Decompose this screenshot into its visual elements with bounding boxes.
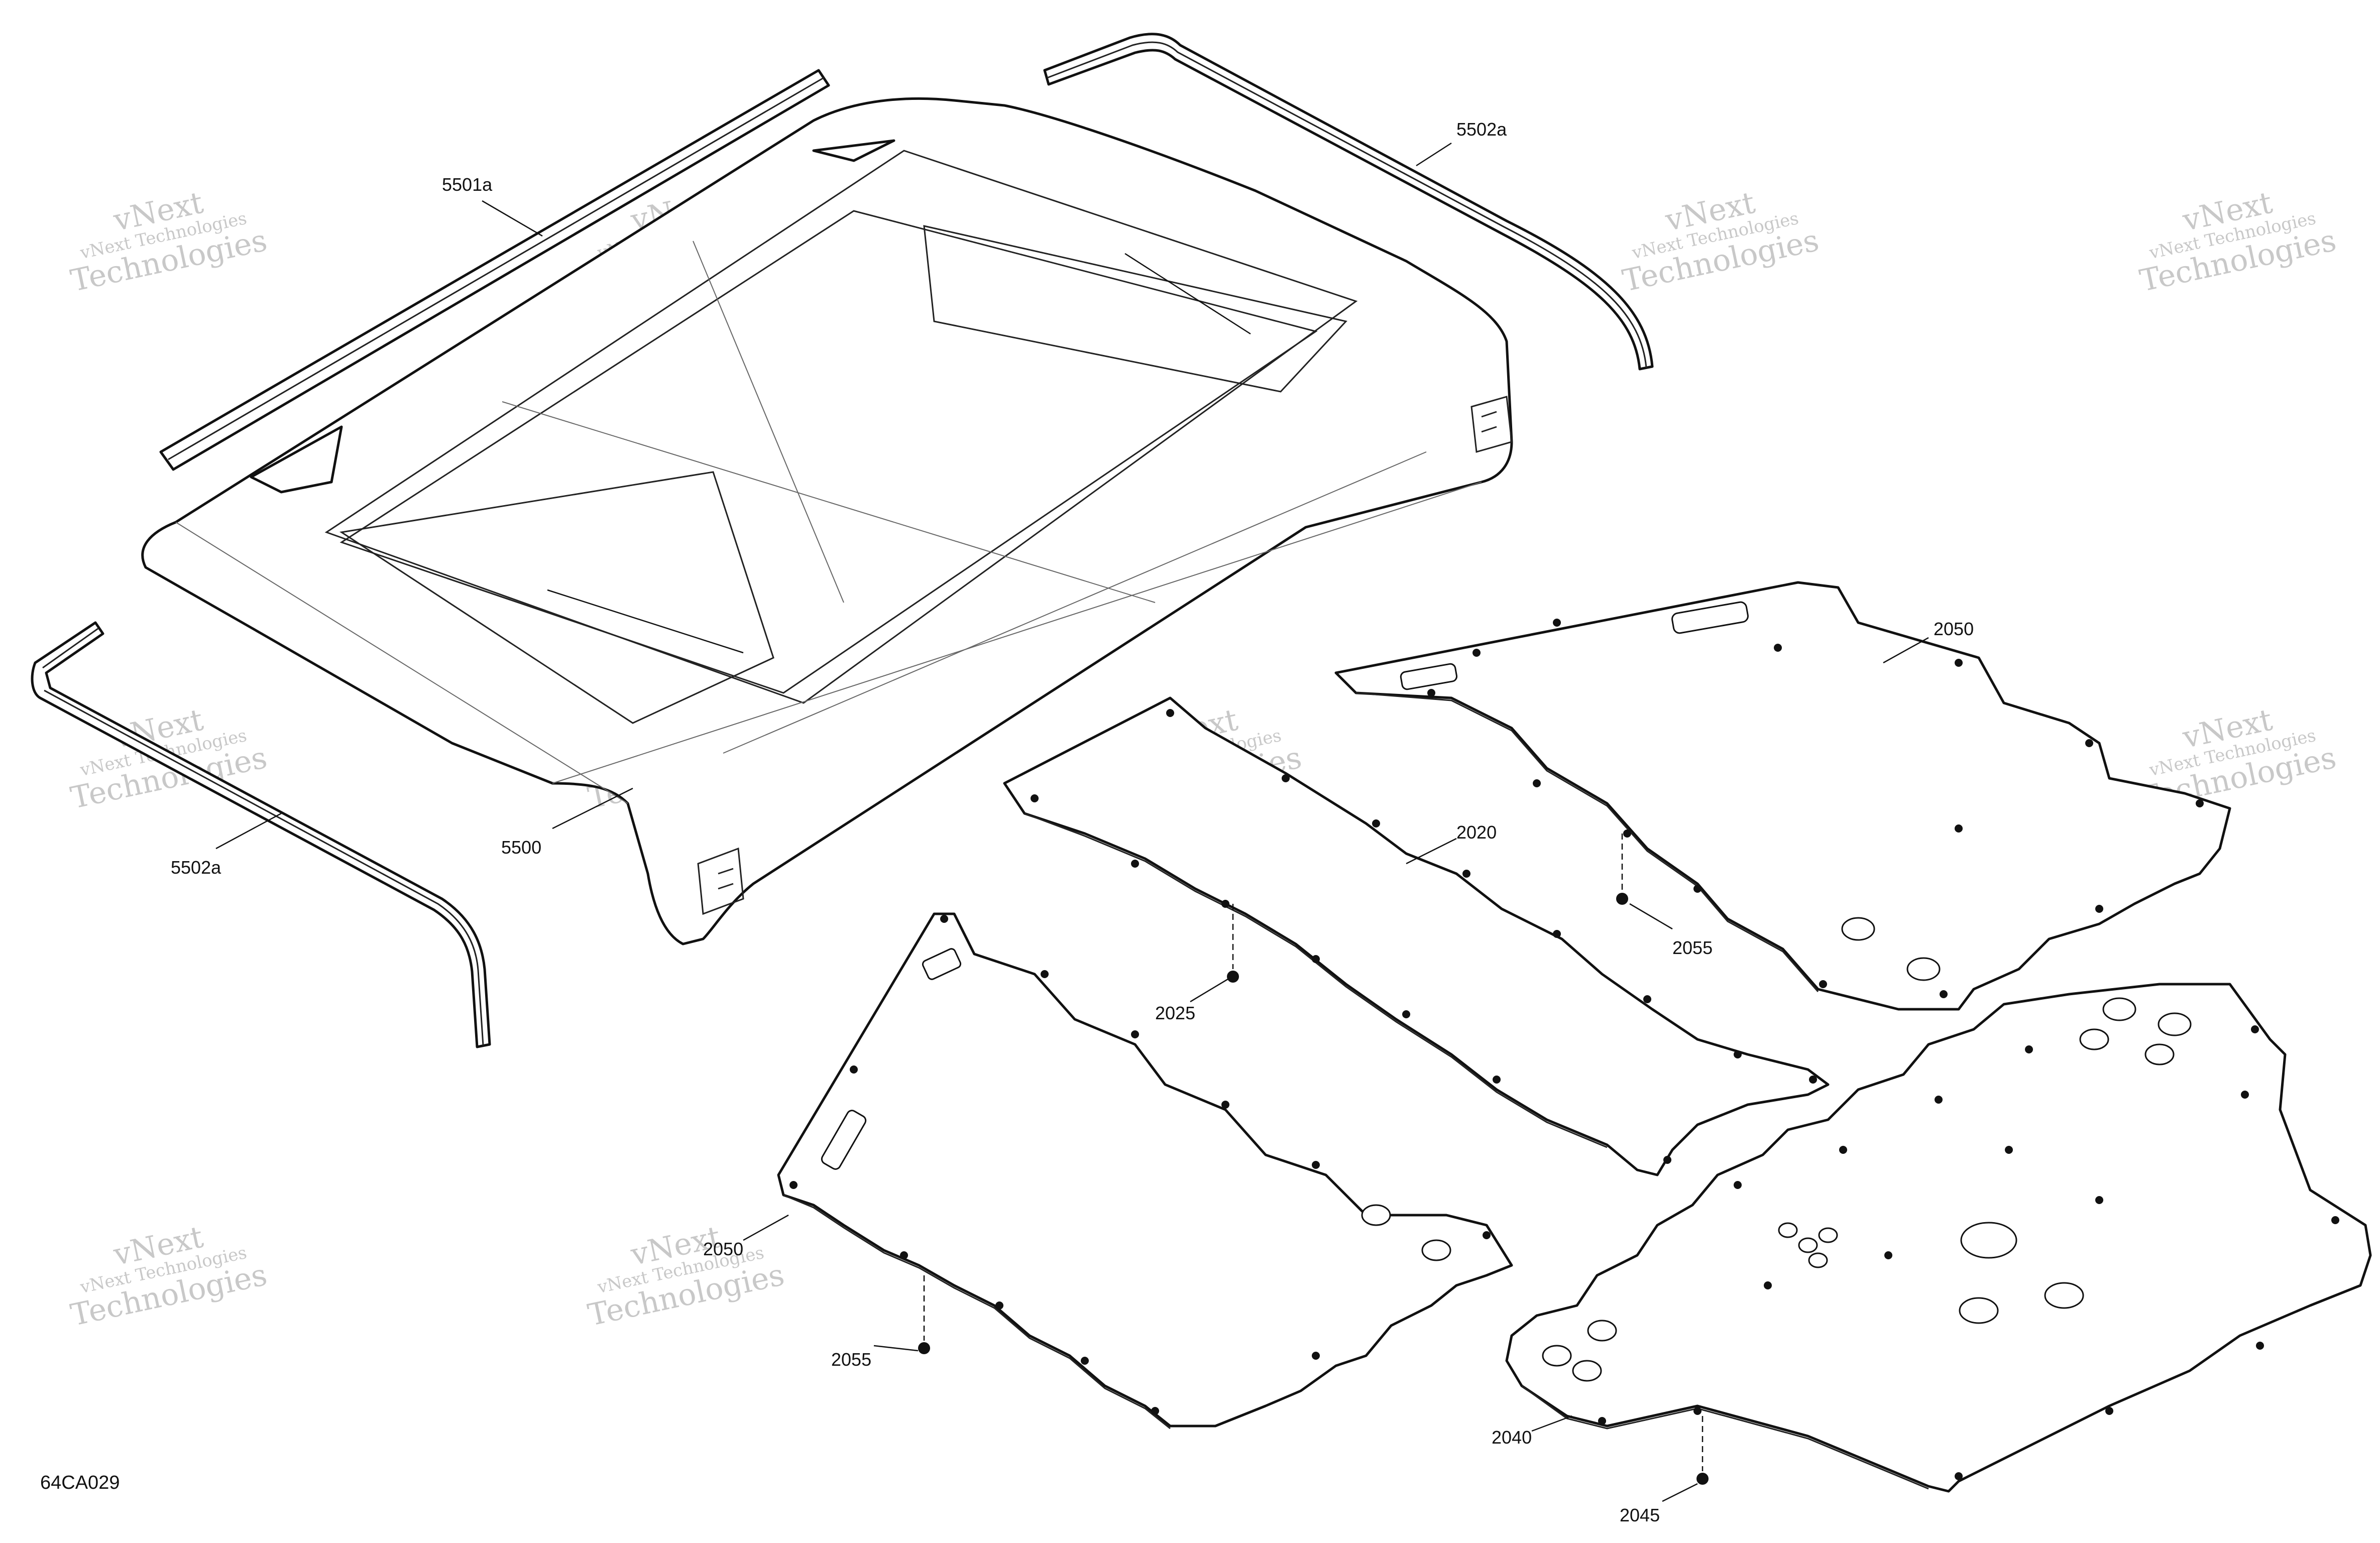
callout-2045: 2045 [1620,1505,1660,1525]
seal-5502a-top [1043,33,1654,371]
roof-panel-5500 [141,97,1513,945]
callout-5501a: 5501a [442,174,493,195]
callout-2050-left: 2050 [703,1239,743,1259]
callout-5500: 5500 [501,837,541,858]
floor-panel-2050-right [1334,581,2231,1011]
callout-2055-left: 2055 [831,1349,871,1370]
callout-2050-right: 2050 [1934,619,1974,639]
floor-panel-2050-left [777,912,1513,1430]
seal-5501a [159,69,830,471]
callout-2020: 2020 [1456,822,1497,843]
callout-labels: 5501a 5502a 5502a 5500 2050 2020 2055 20… [40,119,1974,1525]
seal-5502a-left [31,621,491,1048]
drawing-code: 64CA029 [40,1472,120,1493]
fasteners [918,834,1709,1485]
callout-leaders [215,142,1929,1502]
callout-5502a-top: 5502a [1456,119,1507,140]
callout-5502a-left: 5502a [171,857,221,878]
callout-2025: 2025 [1155,1003,1195,1023]
callout-2055-right: 2055 [1672,937,1713,958]
callout-2040: 2040 [1492,1427,1532,1448]
floor-panel-2020 [1003,696,1830,1176]
